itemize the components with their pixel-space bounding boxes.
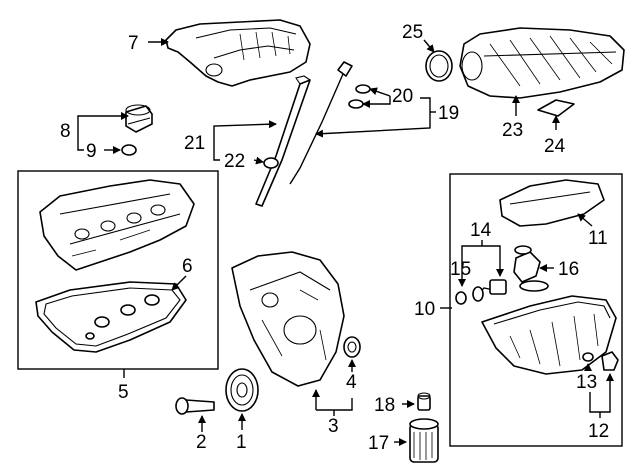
callout-17: 17 [368,433,389,454]
sensor-seal [455,291,467,305]
callout-16: 16 [558,259,579,280]
callout-10: 10 [414,299,435,320]
dipstick-seal-lower [348,99,364,109]
callout-8: 8 [60,121,71,142]
manifold-gasket [537,99,575,117]
drain-plug [601,351,619,371]
callout-23: 23 [502,120,523,141]
valve-cover-group-box [17,170,219,370]
pulley-bolt [175,397,215,415]
dipstick [289,61,353,185]
callout-12: 12 [588,421,609,442]
filler-cap-seal [121,144,137,156]
oil-filter [409,418,439,463]
callout-18: 18 [374,395,395,416]
front-crankshaft-seal [343,336,361,358]
dipstick-seal-upper [355,84,371,94]
callout-7: 7 [128,33,139,54]
oil-pan [481,295,617,375]
callout-13: 13 [576,372,597,393]
engine-cover [165,19,311,87]
callout-5: 5 [118,382,129,403]
callout-1: 1 [236,432,247,453]
oil-filter-adapter [417,392,431,411]
callout-4: 4 [346,372,357,393]
callout-2: 2 [196,432,207,453]
oil-level-sensor [472,279,507,302]
callout-21: 21 [184,133,205,154]
oil-pump-pickup [513,245,549,292]
oil-filler-cap [125,104,153,133]
callout-3: 3 [328,416,339,437]
timing-cover [231,251,345,387]
callout-19: 19 [438,103,459,124]
oil-pan-group-box [449,173,623,447]
drain-plug-washer [582,352,594,362]
valve-cover-gasket [35,281,187,353]
callout-9: 9 [86,141,97,162]
callout-25: 25 [402,22,423,43]
callout-14: 14 [470,220,492,241]
callout-11: 11 [588,228,608,249]
callout-24: 24 [544,136,566,157]
tube-seal [263,157,279,169]
oil-pan-baffle [499,179,605,227]
valve-cover [39,179,195,271]
callout-20: 20 [392,86,413,107]
crankshaft-pulley [225,368,259,412]
callout-6: 6 [182,256,193,277]
callout-22: 22 [224,151,245,172]
callout-15: 15 [450,259,471,280]
intake-manifold [459,27,625,99]
dipstick-tube [255,75,311,207]
